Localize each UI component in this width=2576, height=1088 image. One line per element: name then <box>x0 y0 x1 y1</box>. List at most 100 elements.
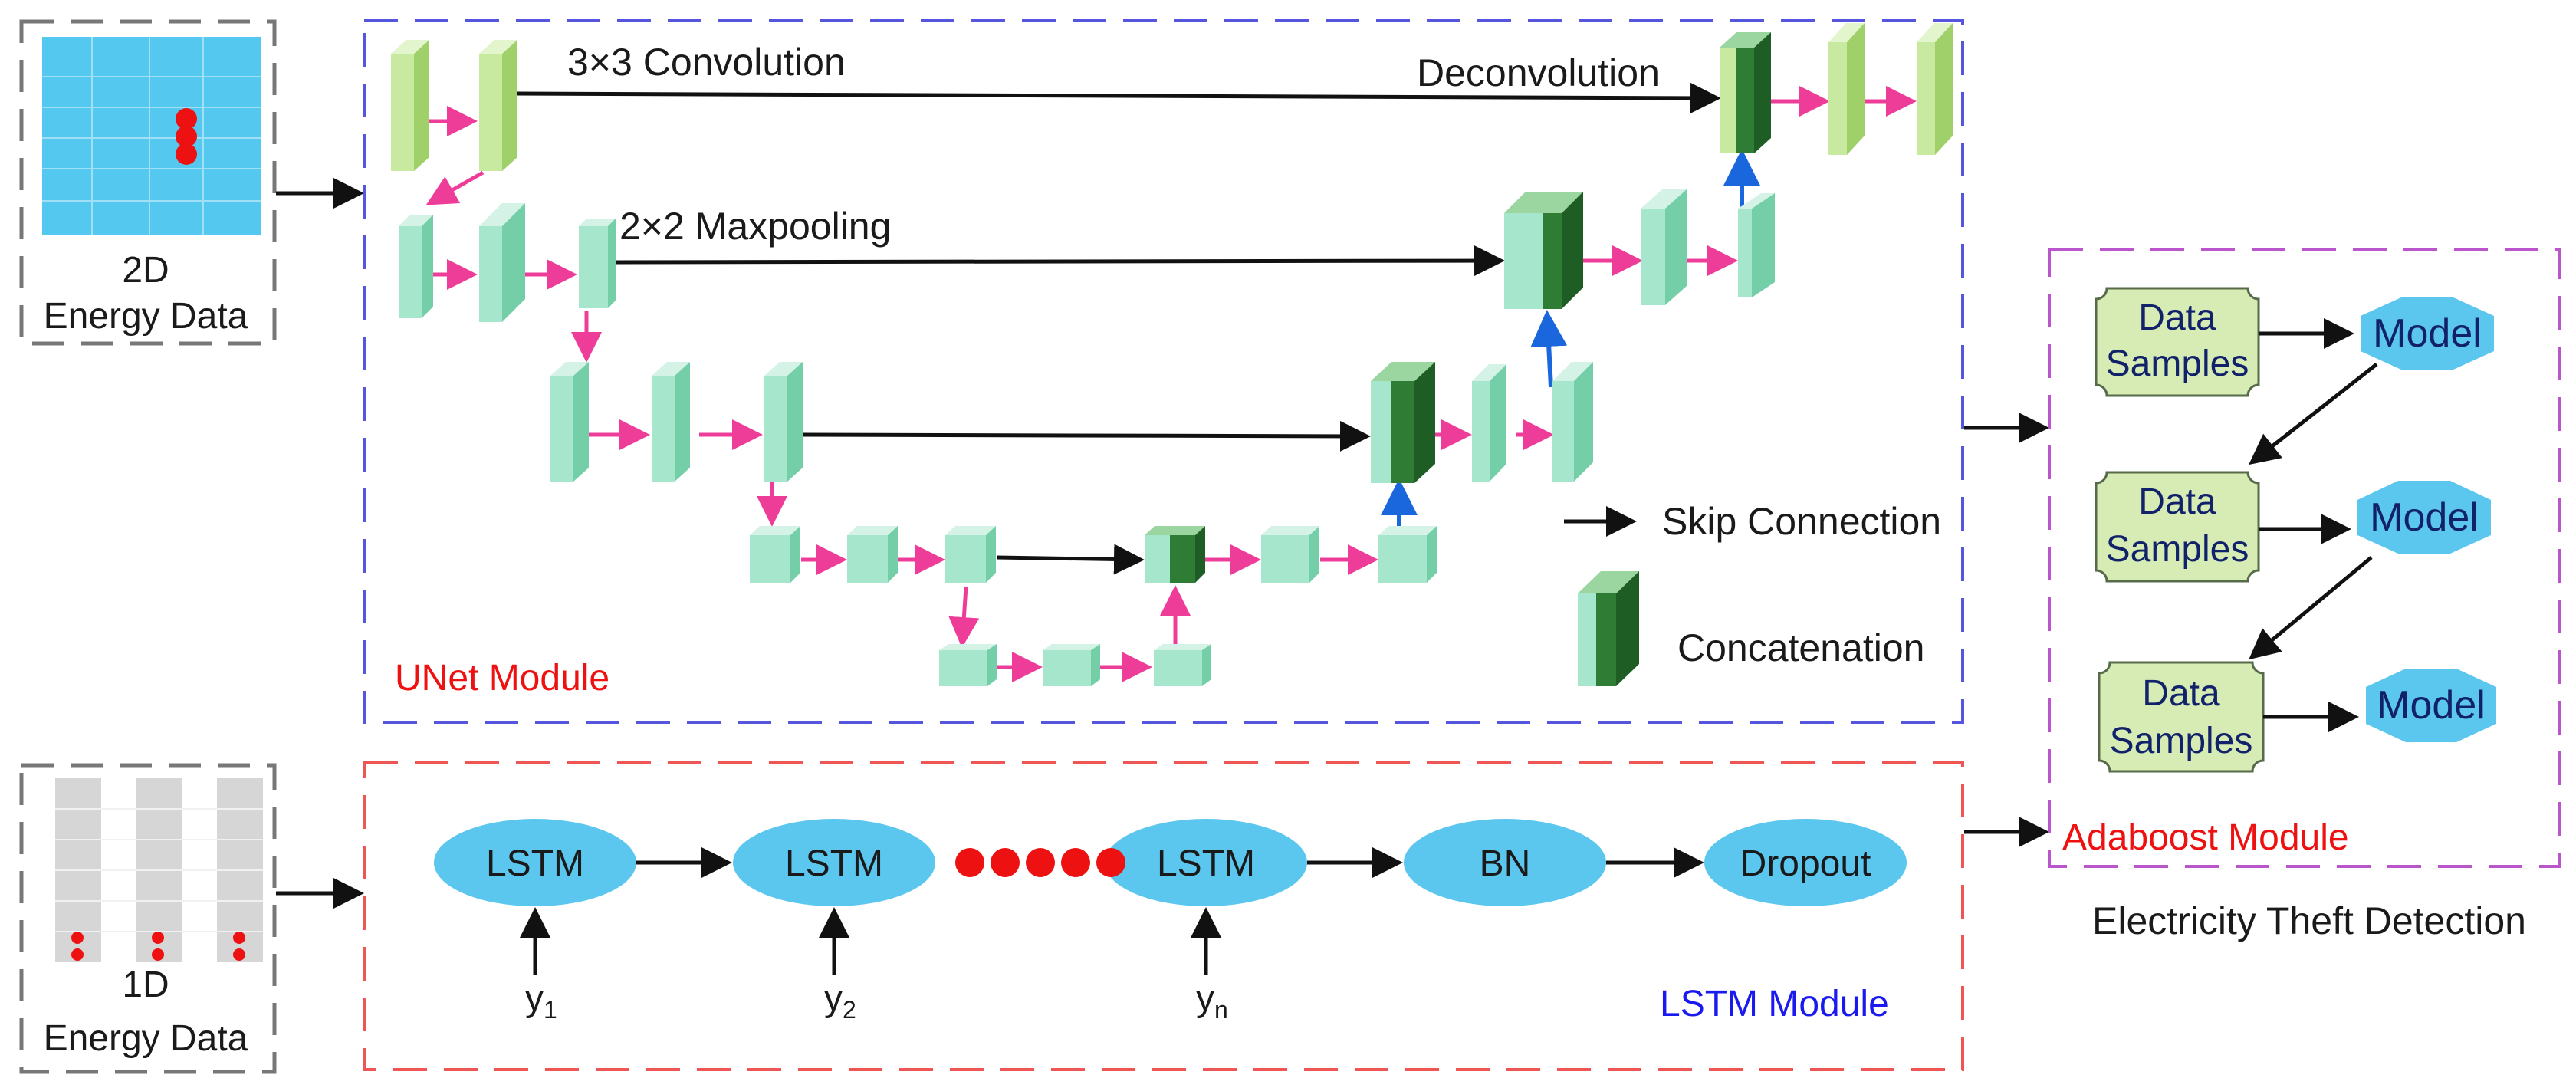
skip-connection-arrow <box>996 544 1145 575</box>
model-node-label: Model <box>2373 311 2482 356</box>
data-samples-box <box>2095 287 2260 397</box>
model-node-label: Model <box>2370 495 2479 540</box>
conv-block <box>1917 23 1953 155</box>
lstm-node-label: LSTM <box>486 843 584 884</box>
data-samples-label-line2: Samples <box>2110 721 2253 761</box>
lstm-module-label: LSTM Module <box>1660 984 1889 1024</box>
data-point-dot <box>233 948 245 961</box>
skip-connections <box>514 82 1721 575</box>
boost-arrow <box>2249 556 2373 660</box>
input-2d-group: 2D Energy Data <box>19 19 277 346</box>
flow-arrows <box>426 86 1917 682</box>
data-point-dot <box>176 126 197 147</box>
model-node-label: Model <box>2377 683 2486 728</box>
data-samples-label-line1: Data <box>2138 482 2216 522</box>
data-point-dot <box>71 948 84 961</box>
unet-blocks <box>391 23 1953 686</box>
conv-block <box>1829 23 1865 155</box>
conv-block <box>1261 526 1319 583</box>
legend-concat-icon <box>1578 571 1639 686</box>
lstm-node-label: LSTM <box>785 843 883 884</box>
maxpool-label: 2×2 Maxpooling <box>619 205 891 248</box>
data-point-dot <box>152 948 164 961</box>
conv-block <box>391 40 429 171</box>
skip-connection-arrow <box>613 245 1505 277</box>
data-samples-label-line2: Samples <box>2106 529 2249 570</box>
lstm-input-yn: yn <box>1196 978 1228 1024</box>
conv-block <box>479 40 518 171</box>
conv-block <box>1641 189 1687 305</box>
bn-node <box>1404 819 1606 906</box>
lstm-input-y1: y1 <box>525 978 557 1024</box>
concat-block <box>1371 362 1435 483</box>
data-samples-label-line2: Samples <box>2106 343 2249 384</box>
data-samples-box <box>2098 661 2265 773</box>
conv-block <box>764 362 803 482</box>
flow-arrow <box>426 170 485 205</box>
conv-block <box>1552 362 1593 482</box>
input-1d-group: 1D Energy Data <box>19 763 277 1074</box>
conv-block <box>1378 526 1437 583</box>
lstm-module-frame <box>363 761 1964 1071</box>
input-2d-gridlines <box>42 37 261 235</box>
legend-skip-label: Skip Connection <box>1662 500 1941 543</box>
conv-block <box>479 203 525 322</box>
deconv-label: Deconvolution <box>1417 51 1660 94</box>
conv-block <box>550 362 589 482</box>
conv-block <box>1738 193 1775 297</box>
data-point-dot <box>176 108 197 130</box>
boost-arrow <box>2249 363 2378 465</box>
input-2d-label-line1: 2D <box>122 250 169 291</box>
input-1d-frame <box>19 763 277 1074</box>
data-point-dot <box>233 932 245 944</box>
upsample-arrow <box>1530 310 1568 388</box>
adaboost-row: Data Samples Model <box>2095 471 2491 583</box>
input-1d-column-lines <box>55 808 263 932</box>
conv-label: 3×3 Convolution <box>567 41 846 84</box>
lstm-node <box>733 819 935 906</box>
conv-block <box>750 526 800 583</box>
dropout-node-label: Dropout <box>1740 843 1871 884</box>
unet-legend: Skip Connection Concatenation <box>1564 500 1941 686</box>
unet-module-label: UNet Module <box>395 658 610 698</box>
skip-connection-arrow <box>800 420 1371 452</box>
ellipsis-dots <box>955 848 1125 877</box>
lstm-input-y2: y2 <box>824 978 856 1024</box>
data-point-dot <box>176 143 197 165</box>
lstm-node <box>434 819 636 906</box>
data-samples-label-line1: Data <box>2138 297 2216 338</box>
data-samples-label-line1: Data <box>2142 673 2220 714</box>
concat-block <box>1504 192 1583 309</box>
bn-node-label: BN <box>1480 843 1531 884</box>
dropout-node <box>1704 819 1907 906</box>
legend-concat-label: Concatenation <box>1677 626 1924 669</box>
conv-block <box>399 215 433 318</box>
lstm-chain: LSTM LSTM LSTM BN Dropout y1 y2 yn <box>434 819 1907 1024</box>
adaboost-module-label: Adaboost Module <box>2062 817 2349 858</box>
adaboost-row: Data Samples Model <box>2098 661 2496 773</box>
concat-block <box>1145 526 1205 583</box>
conv-block <box>939 644 997 686</box>
conv-block <box>1472 364 1506 482</box>
flow-arrow <box>948 586 980 648</box>
concat-block <box>1720 32 1771 153</box>
lstm-node-label: LSTM <box>1157 843 1255 884</box>
data-samples-box <box>2095 471 2260 583</box>
adaboost-row: Data Samples Model <box>2095 287 2494 397</box>
model-node <box>2366 669 2496 742</box>
conv-block <box>1154 644 1211 686</box>
upsample-arrows <box>1381 149 1760 528</box>
input-1d-label-line2: Energy Data <box>44 1018 248 1059</box>
input-1d-label-line1: 1D <box>122 965 169 1005</box>
conv-block <box>579 219 616 308</box>
input-2d-frame <box>19 19 277 346</box>
conv-block <box>847 526 898 583</box>
lstm-chain-arrows <box>520 847 1704 975</box>
lstm-node <box>1105 819 1307 906</box>
input-2d-label-line2: Energy Data <box>44 296 248 337</box>
output-label: Electricity Theft Detection <box>2092 899 2526 942</box>
data-point-dot <box>71 932 84 944</box>
adaboost-module-frame <box>2048 248 2561 868</box>
conv-block <box>945 526 996 583</box>
